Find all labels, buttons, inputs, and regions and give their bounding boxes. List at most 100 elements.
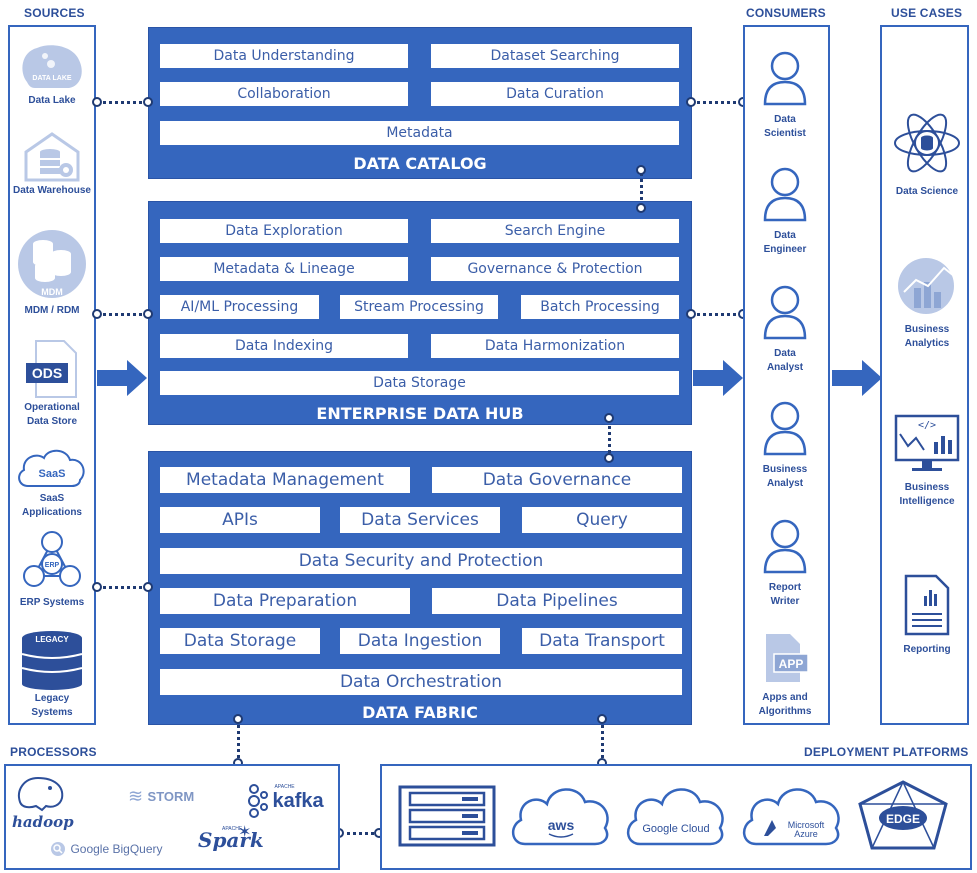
fabric-item-data-governance: Data Governance [432, 467, 682, 493]
connector-dot [92, 582, 102, 592]
atom-database-icon [894, 113, 960, 173]
catalog-item-collaboration: Collaboration [160, 82, 408, 106]
spark-star-icon: ✶ [238, 824, 252, 841]
ods-badge: ODS [32, 365, 62, 381]
hub-item-metadata-lineage: Metadata & Lineage [160, 257, 408, 281]
saas-badge: SaaS [39, 468, 66, 480]
person-icon [763, 401, 807, 456]
connector-hub-fabric [608, 419, 611, 459]
analytics-chart-icon [898, 258, 955, 314]
connector-dot [92, 97, 102, 107]
deployment-platforms-header: DEPLOYMENT PLATFORMS [804, 745, 969, 759]
kafka-logo: APACHE kafka [246, 784, 324, 818]
ods-file-icon: ODS [26, 340, 77, 398]
hub-item-data-indexing: Data Indexing [160, 334, 408, 358]
data-fabric-title: DATA FABRIC [362, 703, 478, 722]
connector-dot [143, 97, 153, 107]
person-icon [763, 167, 807, 222]
hub-item-batch-processing: Batch Processing [521, 295, 679, 319]
kafka-icon [248, 784, 268, 818]
sources-header: SOURCES [24, 6, 85, 20]
arrow-consumers-to-use-cases [832, 360, 882, 396]
bigquery-icon [51, 841, 65, 856]
connector-dot [143, 582, 153, 592]
connector-mdm-hub [98, 313, 148, 316]
fabric-item-data-storage: Data Storage [160, 628, 320, 654]
source-data-lake: DATA LAKE Data Lake [9, 42, 95, 108]
fabric-item-data-pipelines: Data Pipelines [432, 588, 682, 614]
legacy-badge: LEGACY [35, 635, 69, 644]
connector-dot [143, 309, 153, 319]
data-catalog-title: DATA CATALOG [353, 154, 487, 173]
edge-network-icon: EDGE [858, 780, 948, 850]
fabric-item-query: Query [522, 507, 682, 533]
aws-cloud-icon: aws [512, 788, 609, 846]
person-icon [763, 51, 807, 106]
arrow-sources-to-hub [97, 360, 147, 396]
bigquery-text: Google BigQuery [70, 841, 163, 856]
saas-cloud-icon: SaaS [18, 449, 85, 487]
arrow-hub-to-consumers [693, 360, 743, 396]
erp-badge: ERP [45, 562, 60, 569]
hub-item-stream-processing: Stream Processing [340, 295, 498, 319]
consumers-panel [743, 25, 830, 725]
mdm-label: MDM / RDM [24, 305, 80, 316]
data-lake-label: Data Lake [28, 95, 76, 106]
hub-item-governance-protection: Governance & Protection [431, 257, 679, 281]
hub-item-data-exploration: Data Exploration [160, 219, 408, 243]
storm-logo: ≋ STORM [128, 786, 194, 807]
source-data-warehouse: Data Warehouse [9, 130, 95, 198]
data-fabric-block: Metadata Management Data Governance APIs… [148, 451, 692, 725]
connector-fabric-processors [237, 720, 240, 764]
use-case-data-science: Data Science [884, 108, 970, 199]
hadoop-text: hadoop [12, 813, 74, 831]
google-cloud-text: Google Cloud [642, 823, 709, 835]
use-case-reporting: Reporting [884, 574, 970, 657]
app-file-icon: APP [766, 634, 809, 682]
connector-catalog-hub [640, 172, 643, 208]
catalog-item-metadata: Metadata [160, 121, 679, 145]
spark-logo: APACHE Spark ✶ [198, 824, 264, 852]
catalog-item-data-curation: Data Curation [431, 82, 679, 106]
connector-catalog-consumers [692, 101, 742, 104]
spark-apache-text: APACHE [222, 826, 243, 832]
data-catalog-block: Data Understanding Dataset Searching Col… [148, 27, 692, 179]
person-icon [763, 519, 807, 574]
fabric-item-metadata-management: Metadata Management [160, 467, 410, 493]
azure-cloud-icon: Microsoft Azure [743, 788, 840, 846]
connector-dot [604, 453, 614, 463]
enterprise-data-hub-block: Data Exploration Search Engine Metadata … [148, 201, 692, 425]
storm-icon: ≋ [128, 786, 144, 806]
fabric-item-data-preparation: Data Preparation [160, 588, 410, 614]
connector-dot [233, 714, 243, 724]
fabric-item-data-ingestion: Data Ingestion [340, 628, 500, 654]
aws-text: aws [548, 817, 575, 833]
storm-text: STORM [147, 789, 195, 804]
connector-hub-consumers [692, 313, 742, 316]
erp-label: ERP Systems [19, 597, 85, 608]
report-document-icon [904, 574, 950, 636]
app-badge: APP [779, 657, 804, 671]
hub-item-data-storage: Data Storage [160, 371, 679, 395]
connector-dot [92, 309, 102, 319]
mdm-badge: MDM [41, 287, 63, 297]
use-cases-header: USE CASES [891, 6, 963, 20]
